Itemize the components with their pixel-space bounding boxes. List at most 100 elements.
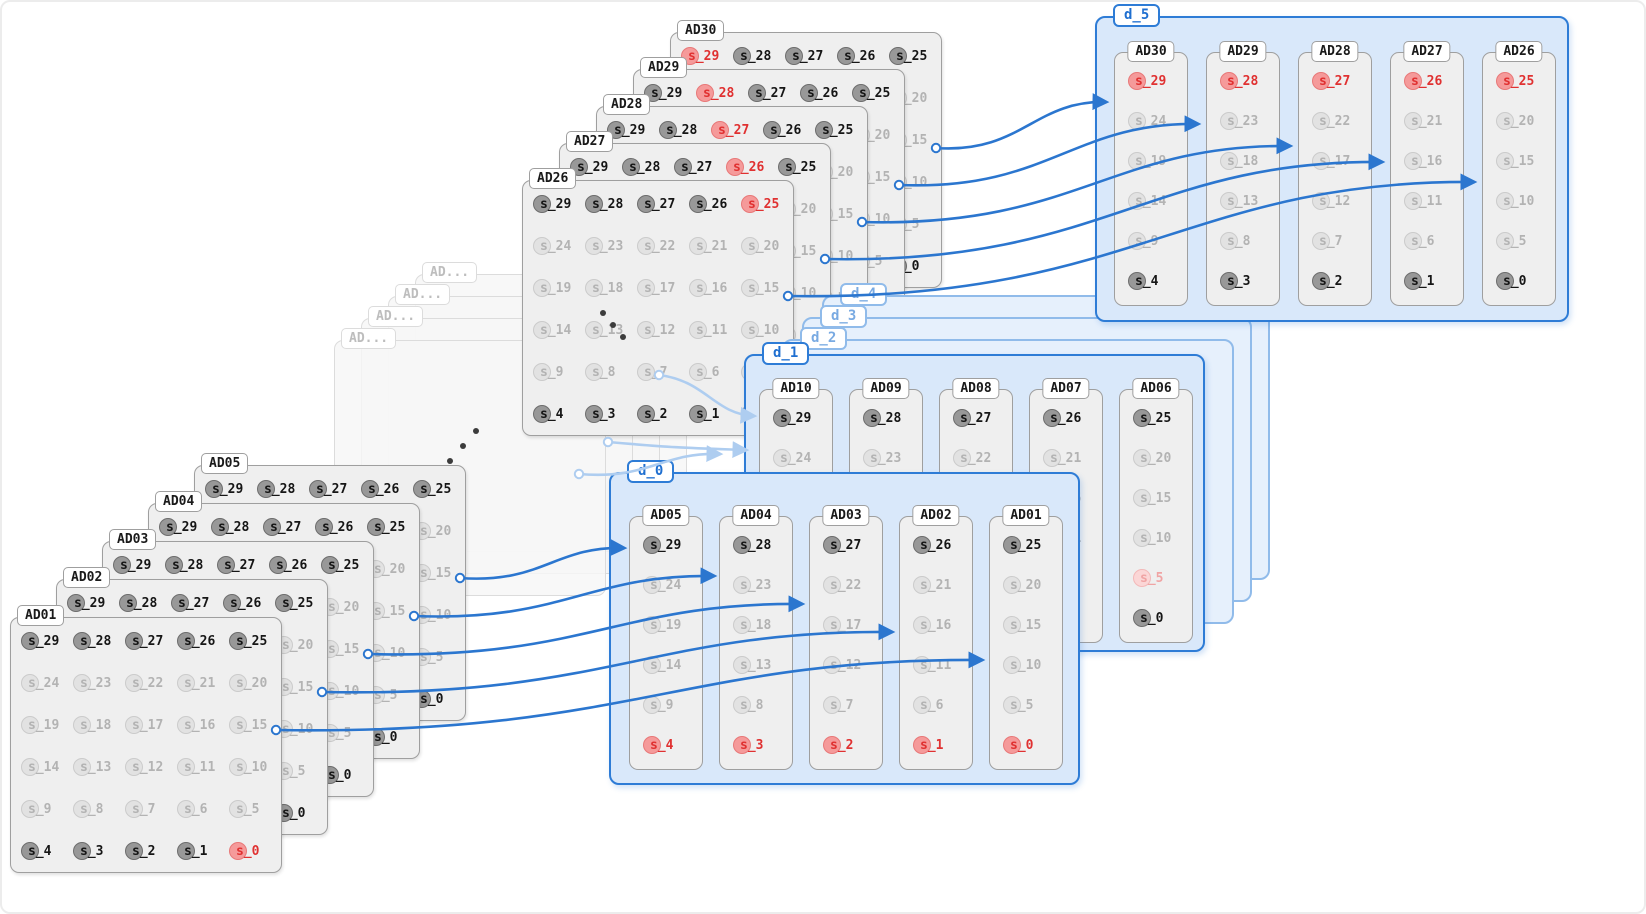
token-s_26: s_26 — [689, 194, 741, 214]
ellipsis-dot — [460, 443, 466, 449]
token-circle-icon — [659, 121, 677, 139]
token-s_28: s_28 — [257, 479, 309, 499]
token-s_25: s_25 — [741, 194, 793, 214]
token-circle-icon — [309, 480, 327, 498]
token-label: s_18 — [592, 280, 624, 296]
token-label: s_25 — [859, 85, 891, 101]
token-circle-icon — [689, 237, 707, 255]
token-label: s_29 — [120, 557, 152, 573]
token-label: s_29 — [577, 159, 609, 175]
token-s_28: s_28 — [211, 517, 263, 537]
token-s_21: s_21 — [689, 236, 741, 256]
token-label: s_12 — [644, 322, 676, 338]
token-label: s_26 — [322, 519, 354, 535]
token-circle-icon — [585, 237, 603, 255]
token-circle-icon — [533, 237, 551, 255]
token-s_25: s_25 — [367, 517, 419, 537]
token-s_18: s_18 — [585, 278, 637, 298]
token-label: s_25 — [822, 122, 854, 138]
token-s_26: s_26 — [726, 157, 778, 177]
token-circle-icon — [637, 405, 655, 423]
token-s_29: s_29 — [159, 517, 211, 537]
ellipsis-dot — [610, 322, 616, 328]
card-tab: AD30 — [677, 20, 725, 41]
token-label: s_14 — [540, 322, 572, 338]
token-s_10: s_10 — [741, 320, 793, 340]
token-label: s_24 — [540, 238, 572, 254]
token-s_28: s_28 — [622, 157, 674, 177]
token-circle-icon — [637, 237, 655, 255]
token-circle-icon — [257, 480, 275, 498]
ellipsis-dot — [447, 458, 453, 464]
token-label: s_28 — [629, 159, 661, 175]
token-label: s_4 — [540, 406, 564, 422]
token-s_29: s_29 — [681, 46, 733, 66]
card-tab: AD03 — [109, 529, 157, 550]
token-label: s_23 — [592, 238, 624, 254]
token-circle-icon — [741, 321, 759, 339]
token-label: s_20 — [748, 238, 780, 254]
token-s_27: s_27 — [637, 194, 689, 214]
token-circle-icon — [726, 158, 744, 176]
token-label: s_25 — [748, 196, 780, 212]
token-circle-icon — [367, 518, 385, 536]
token-label: s_29 — [540, 196, 572, 212]
token-circle-icon — [533, 195, 551, 213]
token-circle-icon — [269, 556, 287, 574]
token-circle-icon — [689, 321, 707, 339]
token-label: s_26 — [807, 85, 839, 101]
card-tab: AD... — [422, 262, 478, 283]
ellipsis-dot — [473, 428, 479, 434]
card-tab: AD... — [395, 284, 451, 305]
token-s_27: s_27 — [674, 157, 726, 177]
token-circle-icon — [733, 47, 751, 65]
token-circle-icon — [585, 321, 603, 339]
token-s_25: s_25 — [889, 46, 941, 66]
token-circle-icon — [637, 279, 655, 297]
token-s_29: s_29 — [113, 555, 165, 575]
token-label: s_25 — [785, 159, 817, 175]
token-circle-icon — [837, 47, 855, 65]
token-s_26: s_26 — [315, 517, 367, 537]
token-circle-icon — [800, 84, 818, 102]
token-circle-icon — [585, 363, 603, 381]
token-label: s_26 — [844, 48, 876, 64]
token-circle-icon — [889, 47, 907, 65]
token-circle-icon — [263, 518, 281, 536]
token-label: s_17 — [644, 280, 676, 296]
token-label: s_26 — [733, 159, 765, 175]
token-label: s_22 — [644, 238, 676, 254]
token-label: s_28 — [592, 196, 624, 212]
token-label: s_27 — [224, 557, 256, 573]
token-label: s_19 — [540, 280, 572, 296]
token-circle-icon — [778, 158, 796, 176]
token-s_3: s_3 — [585, 404, 637, 424]
token-circle-icon — [533, 405, 551, 423]
token-s_2: s_2 — [637, 404, 689, 424]
token-label: s_8 — [592, 364, 616, 380]
token-circle-icon — [533, 321, 551, 339]
token-label: s_9 — [540, 364, 564, 380]
token-s_22: s_22 — [637, 236, 689, 256]
token-circle-icon — [315, 518, 333, 536]
token-label: s_29 — [651, 85, 683, 101]
token-circle-icon — [622, 158, 640, 176]
token-label: s_3 — [592, 406, 616, 422]
token-s_25: s_25 — [778, 157, 830, 177]
token-circle-icon — [711, 121, 729, 139]
token-s_8: s_8 — [585, 362, 637, 382]
token-circle-icon — [852, 84, 870, 102]
token-circle-icon — [741, 279, 759, 297]
token-s_4: s_4 — [533, 404, 585, 424]
token-circle-icon — [637, 195, 655, 213]
token-s_11: s_11 — [689, 320, 741, 340]
token-label: s_29 — [614, 122, 646, 138]
token-label: s_25 — [896, 48, 928, 64]
token-label: s_27 — [718, 122, 750, 138]
token-circle-icon — [533, 279, 551, 297]
token-s_25: s_25 — [321, 555, 373, 575]
token-circle-icon — [321, 556, 339, 574]
token-s_26: s_26 — [837, 46, 889, 66]
token-s_28: s_28 — [585, 194, 637, 214]
